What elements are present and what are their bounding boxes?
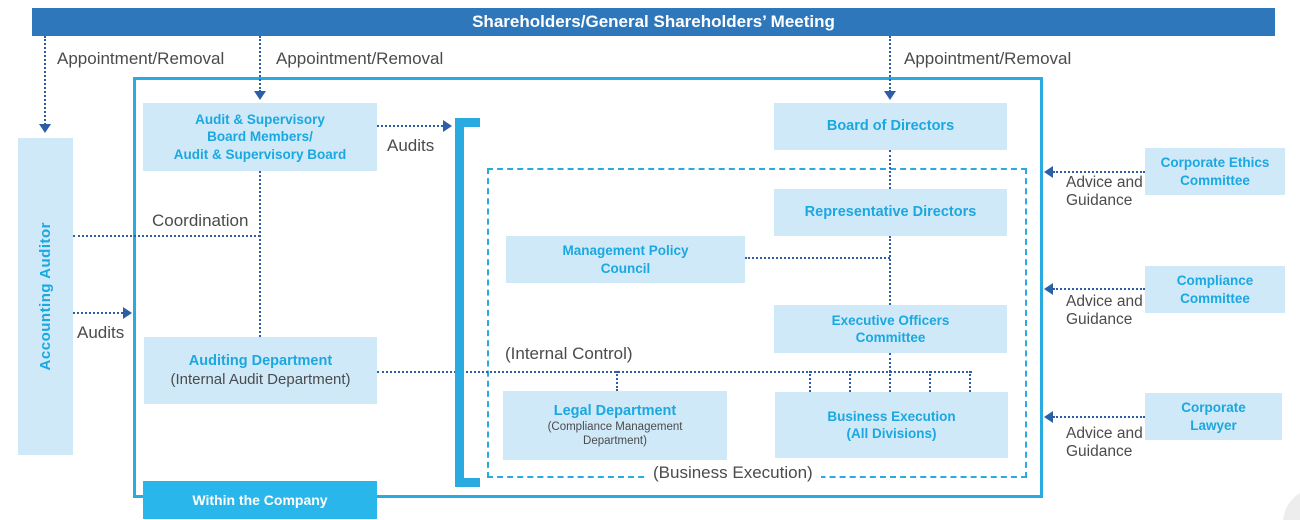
executive-officers-line2: Committee (855, 330, 926, 345)
auditing-department-subtitle: (Internal Audit Department) (170, 371, 351, 389)
shareholders-meeting-banner: Shareholders/General Shareholders’ Meeti… (32, 8, 1275, 36)
shareholders-meeting-label: Shareholders/General Shareholders’ Meeti… (472, 12, 835, 31)
arrowhead-appointment-1 (39, 124, 51, 133)
arrowhead-appointment-3 (884, 91, 896, 100)
coordination-label: Coordination (152, 211, 249, 230)
drop-business-5 (969, 371, 971, 392)
audit-supervisory-line1: Audit & Supervisory (195, 112, 325, 128)
within-company-tag: Within the Company (143, 481, 377, 519)
arrowhead-appointment-2 (254, 91, 266, 100)
business-execution-region-label: (Business Execution) (645, 463, 821, 483)
connector-management-policy (745, 257, 890, 259)
management-policy-council-box: Management Policy Council (506, 236, 745, 283)
corporate-ethics-committee-box: Corporate Ethics Committee (1145, 148, 1285, 195)
arrow-line-audits-top (377, 125, 443, 127)
arrow-line-appointment-2 (259, 36, 261, 92)
connector-board-to-representative (889, 150, 891, 189)
arrow-line-advice-1 (1053, 171, 1145, 173)
management-policy-council-line1: Management Policy (562, 243, 689, 259)
audit-supervisory-line3: Audit & Supervisory Board (173, 146, 347, 162)
arrow-line-advice-3 (1053, 416, 1145, 418)
appointment-removal-label-3: Appointment/Removal (904, 49, 1072, 68)
connector-executive-down (889, 353, 891, 372)
audits-top-label: Audits (387, 136, 435, 155)
arrowhead-advice-2 (1044, 283, 1053, 295)
corporate-ethics-line2: Committee (1180, 172, 1250, 188)
business-execution-box: Business Execution (All Divisions) (775, 392, 1008, 458)
arrowhead-audits-left (123, 307, 132, 319)
auditing-department-title: Auditing Department (188, 353, 333, 370)
representative-directors-box: Representative Directors (774, 189, 1007, 236)
corporate-lawyer-line1: Corporate (1181, 400, 1246, 416)
legal-department-title: Legal Department (553, 403, 677, 420)
advice-guidance-label-3: Advice and Guidance (1066, 425, 1143, 460)
arrowhead-advice-1 (1044, 166, 1053, 178)
drop-business-1 (809, 371, 811, 392)
compliance-committee-line2: Committee (1180, 290, 1250, 306)
representative-directors-label: Representative Directors (804, 204, 977, 221)
within-company-label: Within the Company (192, 492, 328, 508)
auditing-department-box: Auditing Department (Internal Audit Depa… (144, 337, 377, 404)
advice-guidance-label-2: Advice and Guidance (1066, 293, 1143, 328)
arrow-line-appointment-1 (44, 36, 46, 125)
corporate-lawyer-line2: Lawyer (1190, 417, 1237, 433)
connector-representative-to-executive (889, 236, 891, 305)
accounting-auditor-label: Accounting Auditor (37, 222, 54, 371)
advice-guidance-label-1: Advice and Guidance (1066, 174, 1143, 209)
corporate-ethics-line1: Corporate Ethics (1160, 155, 1270, 171)
internal-control-line (377, 371, 972, 373)
company-border (133, 77, 1043, 498)
board-of-directors-label: Board of Directors (826, 118, 955, 135)
arrow-line-audits-left (73, 312, 123, 314)
drop-business-2 (849, 371, 851, 392)
executive-officers-committee-box: Executive Officers Committee (774, 305, 1007, 353)
management-policy-council-line2: Council (600, 260, 651, 276)
drop-business-4 (929, 371, 931, 392)
appointment-removal-label-1: Appointment/Removal (57, 49, 225, 68)
legal-department-box: Legal Department (Compliance Management … (503, 391, 727, 460)
legal-department-subtitle: (Compliance Management Department) (547, 421, 683, 447)
board-of-directors-box: Board of Directors (774, 103, 1007, 150)
compliance-committee-box: Compliance Committee (1145, 266, 1285, 313)
arrowhead-advice-3 (1044, 411, 1053, 423)
execution-bracket (455, 118, 480, 487)
coordination-line-v (259, 171, 261, 337)
internal-control-label: (Internal Control) (505, 344, 633, 363)
arrow-line-appointment-3 (889, 36, 891, 92)
corner-decoration (1283, 488, 1300, 520)
audit-supervisory-line2: Board Members/ (207, 129, 313, 145)
drop-legal-department (616, 371, 618, 391)
business-execution-line1: Business Execution (827, 408, 956, 424)
corporate-lawyer-box: Corporate Lawyer (1145, 393, 1282, 440)
audit-supervisory-board-box: Audit & Supervisory Board Members/ Audit… (143, 103, 377, 171)
executive-officers-line1: Executive Officers (831, 312, 950, 328)
drop-business-3 (889, 371, 891, 392)
accounting-auditor-box: Accounting Auditor (18, 138, 73, 455)
audits-left-label: Audits (77, 323, 125, 342)
coordination-line-h (73, 235, 260, 237)
arrowhead-audits-top (443, 120, 452, 132)
arrow-line-advice-2 (1053, 288, 1145, 290)
appointment-removal-label-2: Appointment/Removal (276, 49, 444, 68)
business-execution-line2: (All Divisions) (846, 426, 937, 441)
compliance-committee-line1: Compliance (1176, 273, 1254, 289)
